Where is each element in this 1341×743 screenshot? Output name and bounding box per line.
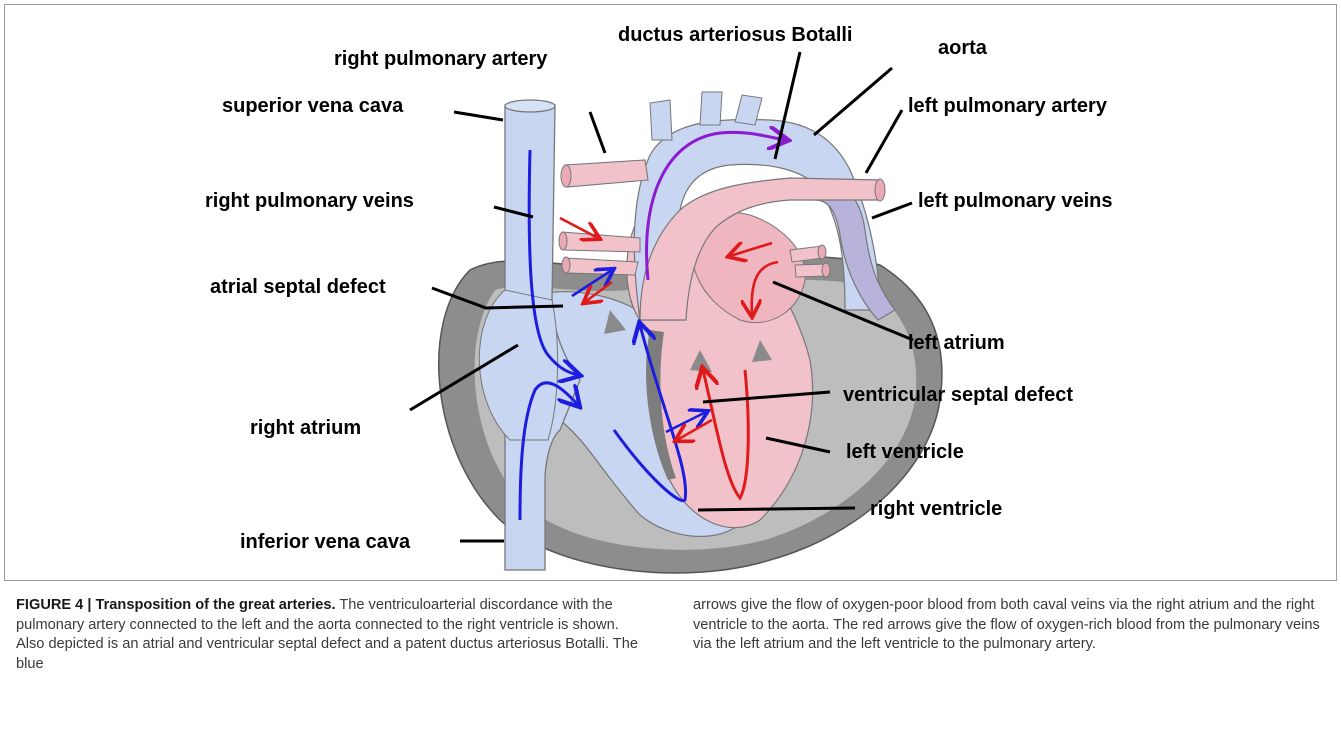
heart-diagram: superior vena cava right pulmonary arter… <box>0 0 1341 585</box>
figure-caption-column-2: arrows give the flow of oxygen-poor bloo… <box>693 596 1325 655</box>
aortic-branch-2 <box>700 92 722 125</box>
right-pulmonary-artery-vessel <box>565 160 648 187</box>
figure-caption-column-1: FIGURE 4 | Transposition of the great ar… <box>16 596 650 674</box>
label-superior-vena-cava: superior vena cava <box>222 95 404 117</box>
label-right-pulmonary-veins: right pulmonary veins <box>205 190 414 212</box>
label-left-pulmonary-veins: left pulmonary veins <box>918 190 1113 212</box>
label-atrial-septal-defect: atrial septal defect <box>210 276 386 298</box>
figure-number: FIGURE 4 | <box>16 597 91 613</box>
label-right-pulmonary-artery: right pulmonary artery <box>334 48 548 70</box>
aortic-branch-1 <box>650 100 672 140</box>
label-left-atrium: left atrium <box>908 332 1005 354</box>
label-inferior-vena-cava: inferior vena cava <box>240 531 411 553</box>
label-aorta: aorta <box>938 37 988 59</box>
figure-title: Transposition of the great arteries. <box>96 597 336 613</box>
svc-opening <box>505 100 555 112</box>
label-left-ventricle: left ventricle <box>846 441 964 463</box>
label-ductus-arteriosus: ductus arteriosus Botalli <box>618 24 853 46</box>
caption-text-part2: arrows give the flow of oxygen-poor bloo… <box>693 597 1320 652</box>
label-right-ventricle: right ventricle <box>870 498 1002 520</box>
label-left-pulmonary-artery: left pulmonary artery <box>908 95 1108 117</box>
label-ventricular-septal-defect: ventricular septal defect <box>843 384 1073 406</box>
label-right-atrium: right atrium <box>250 417 361 439</box>
